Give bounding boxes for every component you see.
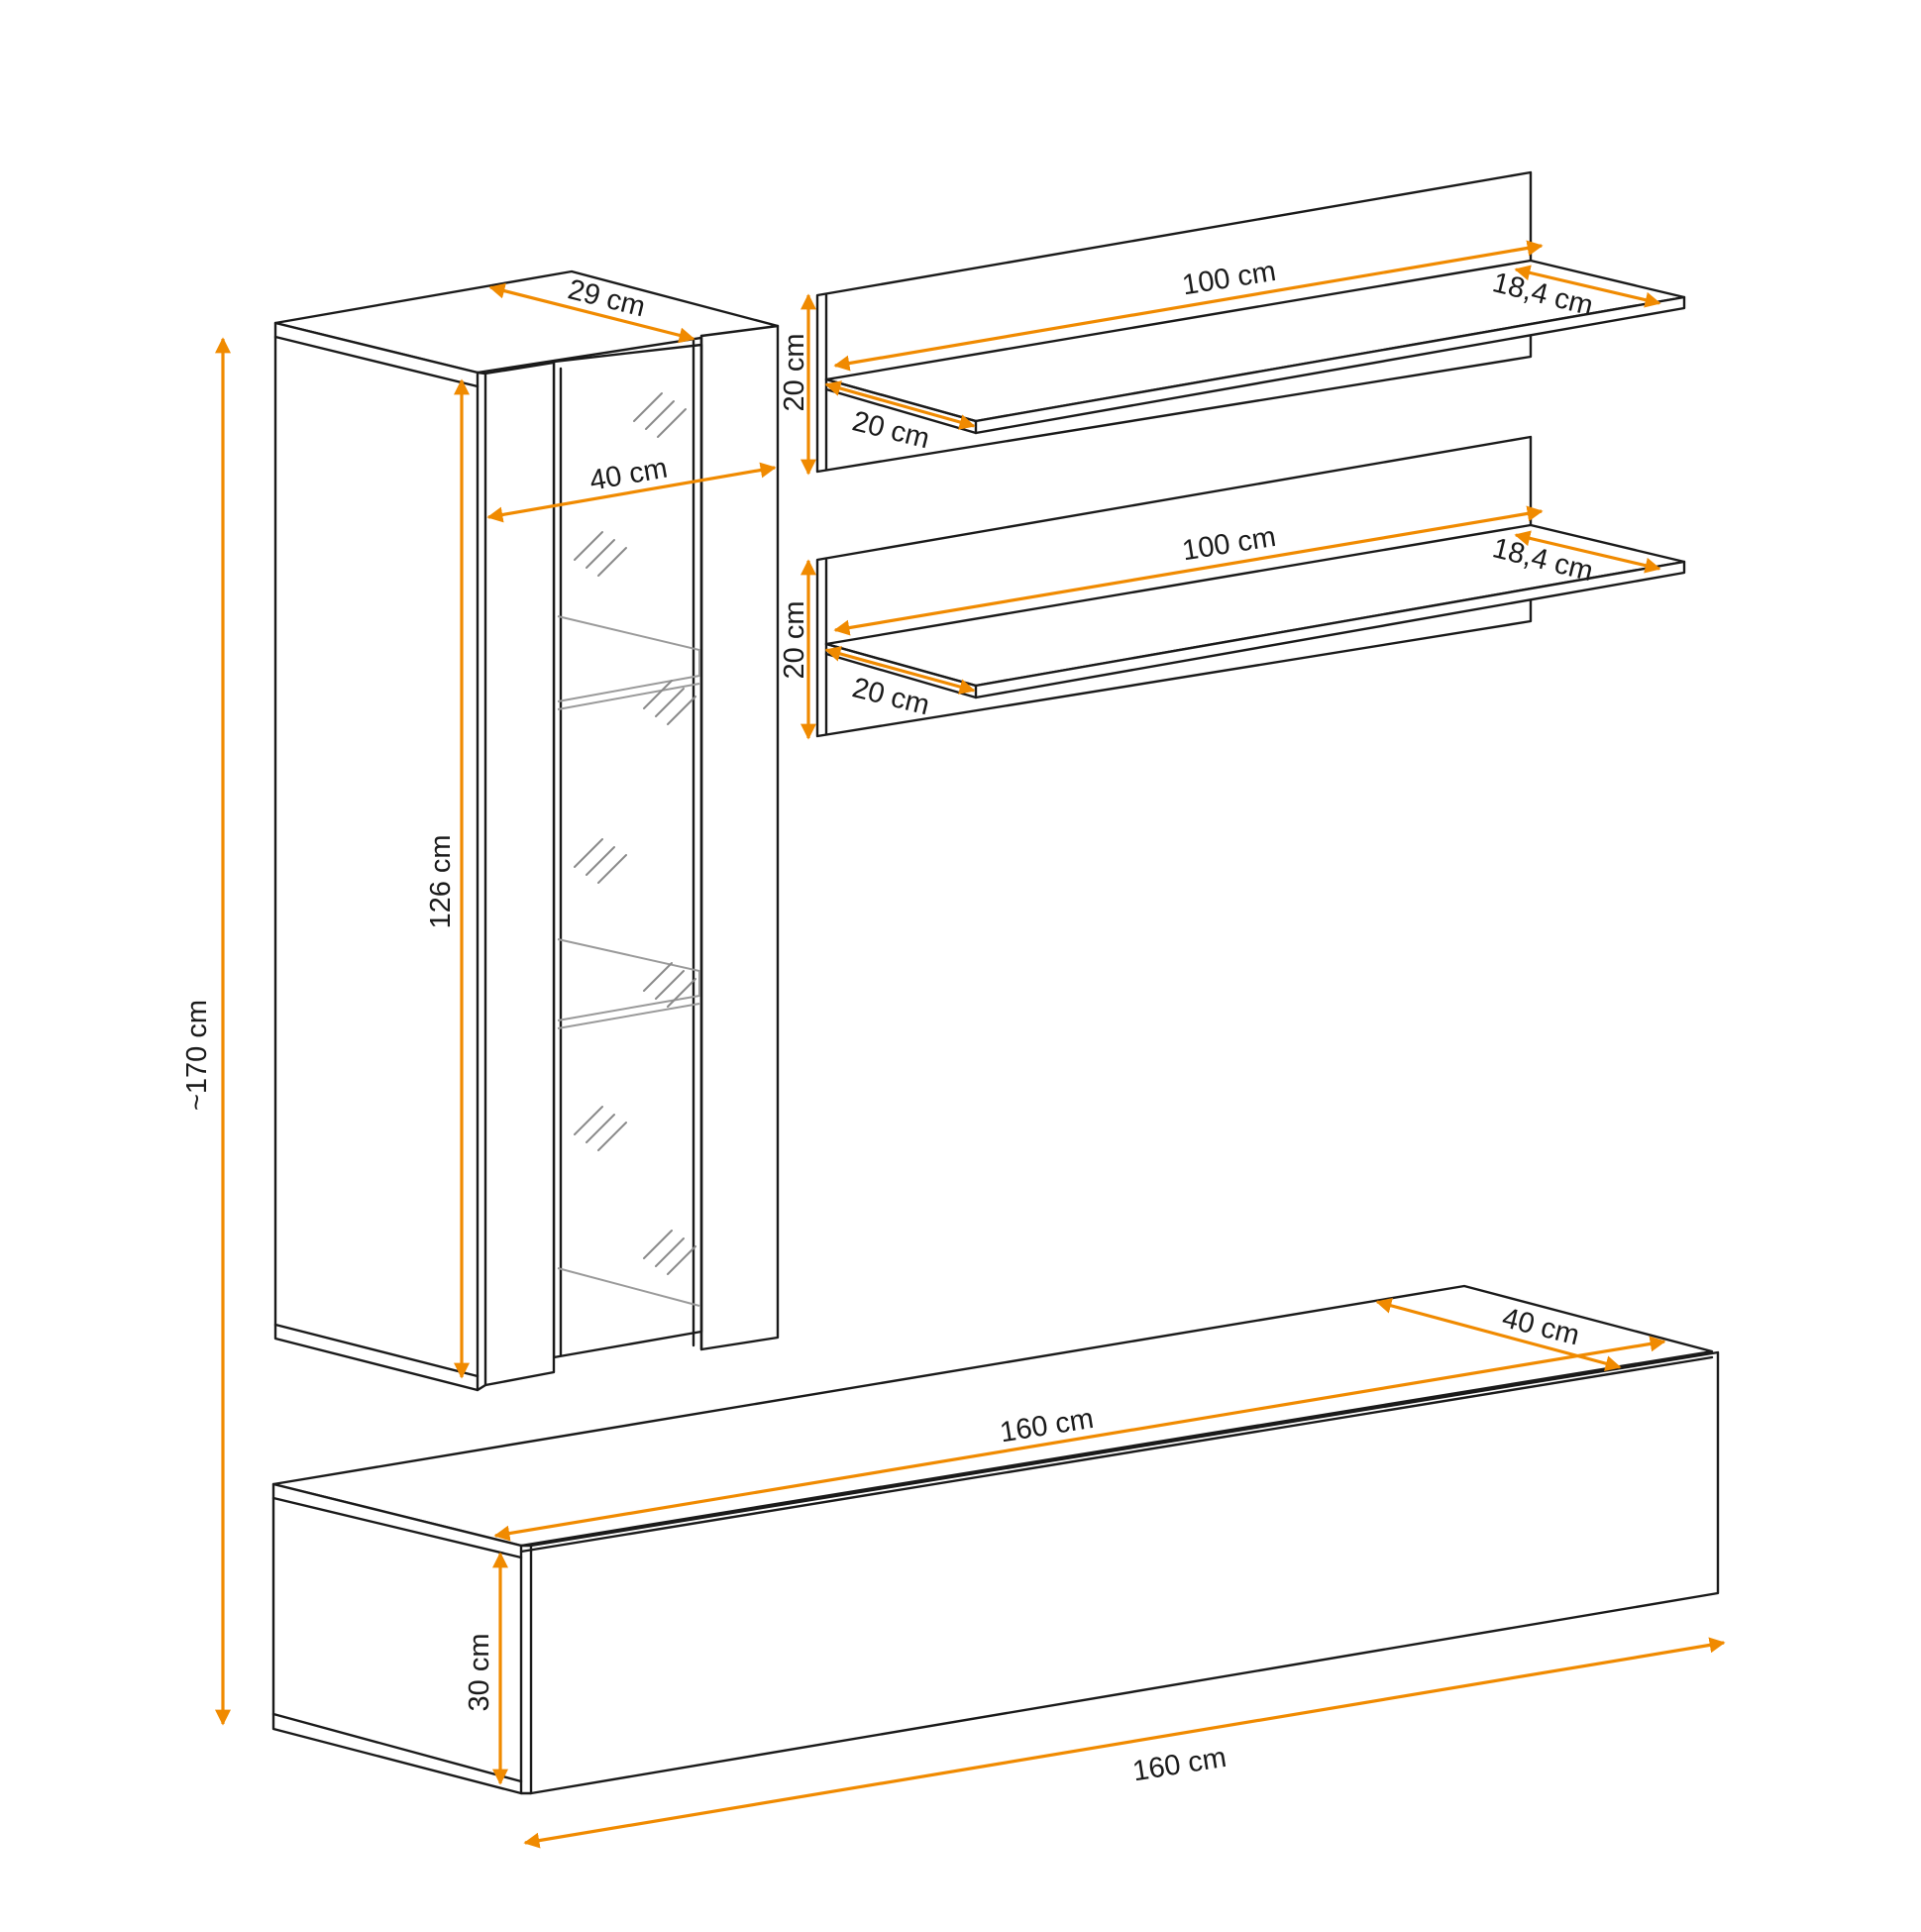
glass-wall-cabinet — [273, 269, 780, 1392]
wall-shelf-bottom — [815, 435, 1686, 738]
label-shelf-bottom-height: 20 cm — [779, 601, 810, 680]
dim-arrow-cabinet-width — [486, 462, 777, 523]
wall-shelf-top — [815, 170, 1686, 474]
glass-reflection-marks — [574, 392, 696, 1275]
label-shelf-top-height: 20 cm — [779, 334, 810, 412]
dim-arrow-shelf-top-side — [824, 380, 976, 430]
label-total-height: ~170 cm — [181, 1000, 213, 1111]
dim-arrow-shelf-top-depth — [1514, 265, 1661, 308]
glass-shelf-upper — [557, 615, 700, 710]
dim-arrow-shelf-bottom-side — [824, 646, 976, 695]
glass-shelf-lower — [557, 938, 700, 1029]
dim-arrow-shelf-top-length — [833, 240, 1544, 372]
label-tv-height: 30 cm — [464, 1634, 495, 1712]
dim-arrow-cabinet-depth — [488, 282, 695, 344]
label-cabinet-height: 126 cm — [425, 834, 457, 928]
dimension-arrows — [215, 240, 1726, 1849]
dim-arrow-tv-bottom-length — [523, 1637, 1726, 1849]
dim-arrow-shelf-bottom-depth — [1514, 530, 1661, 574]
label-tv-bottom-length: 160 cm — [1130, 1742, 1228, 1787]
dim-arrow-shelf-bottom-length — [833, 505, 1544, 636]
cabinet-glass-door — [552, 343, 703, 1359]
dim-arrow-tv-top-length — [493, 1336, 1666, 1542]
